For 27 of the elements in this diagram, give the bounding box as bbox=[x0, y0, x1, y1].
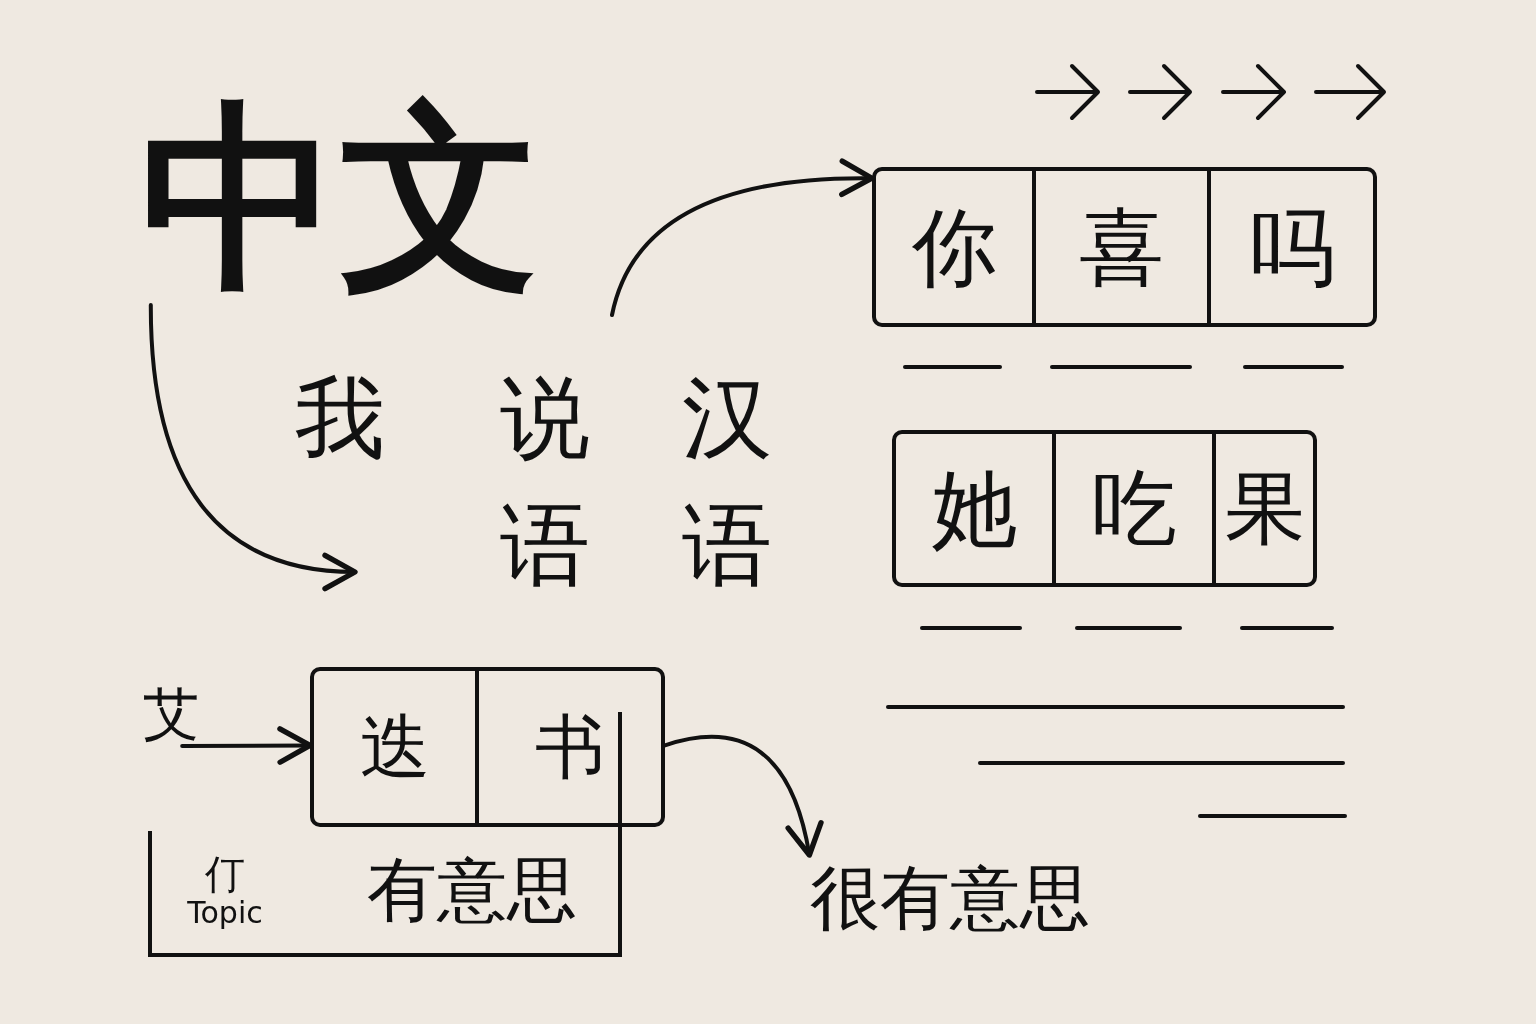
arrow bbox=[610, 159, 875, 317]
sentence-box bbox=[310, 667, 665, 827]
heading-text: 中文 bbox=[125, 90, 555, 305]
sentence-box bbox=[892, 430, 1317, 587]
arrow bbox=[148, 303, 358, 590]
arrow bbox=[663, 735, 823, 858]
character-cell: 迭 bbox=[314, 671, 479, 823]
chinese-character: 仃 bbox=[205, 851, 245, 896]
chinese-character: 语 bbox=[499, 495, 591, 595]
chinese-character: 我 bbox=[294, 368, 386, 468]
sentence-box bbox=[872, 167, 1377, 327]
character-cell: 吃 bbox=[1056, 434, 1216, 583]
chinese-text: 很有意思 bbox=[765, 855, 1135, 940]
chinese-character: 说 bbox=[499, 368, 591, 468]
character-cell: 书 bbox=[479, 671, 661, 823]
character-cell: 喜 bbox=[1036, 171, 1211, 323]
bracket-frame bbox=[148, 831, 622, 957]
topic-label: Topic bbox=[187, 895, 263, 929]
chinese-character: 语 bbox=[681, 495, 773, 595]
chinese-character: 汉 bbox=[681, 368, 773, 468]
chinese-text: 有意思 bbox=[337, 842, 607, 937]
character-cell: 她 bbox=[896, 434, 1056, 583]
arrow bbox=[180, 726, 313, 765]
character-cell: 果 bbox=[1216, 434, 1313, 583]
chinese-character: 艾 bbox=[128, 682, 214, 746]
character-cell: 你 bbox=[876, 171, 1036, 323]
character-cell: 吗 bbox=[1211, 171, 1373, 323]
